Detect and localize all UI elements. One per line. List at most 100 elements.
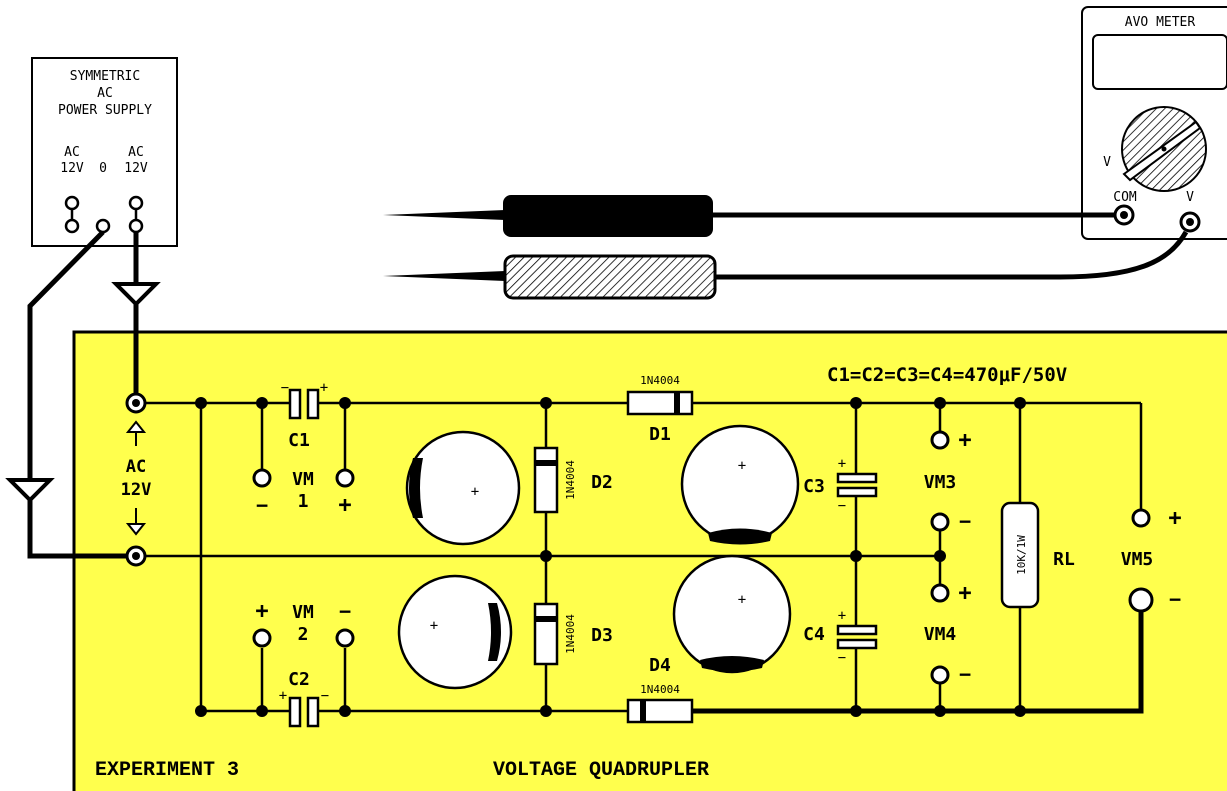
c3-footprint xyxy=(680,424,800,544)
vm1-plus-sign: + xyxy=(338,493,351,518)
ps-left-ac: AC xyxy=(64,145,80,160)
vm2: VM 2 + − xyxy=(252,599,355,648)
svg-text:+: + xyxy=(430,618,438,634)
ps-left-terminal-top[interactable] xyxy=(64,195,80,211)
c4-footprint xyxy=(672,554,792,674)
vm2-plus-terminal[interactable] xyxy=(252,628,272,648)
capacitor-c4: + − C4 xyxy=(803,608,878,666)
svg-text:+: + xyxy=(838,456,846,472)
d1-part: 1N4004 xyxy=(640,374,680,387)
arrow-left-wire xyxy=(5,478,55,503)
vm2-minus-terminal[interactable] xyxy=(335,628,355,648)
c3-label: C3 xyxy=(803,476,825,497)
d2-part: 1N4004 xyxy=(564,460,577,500)
ps-left-terminal-bottom[interactable] xyxy=(64,218,80,234)
red-probe-handle[interactable] xyxy=(503,254,717,300)
vm2-label-a: VM xyxy=(292,602,314,623)
vm2-plus-sign: + xyxy=(255,599,268,624)
d1-label: D1 xyxy=(649,424,671,445)
black-probe-tip[interactable] xyxy=(383,210,505,220)
vm1-label-b: 1 xyxy=(298,491,309,512)
svg-text:+: + xyxy=(738,592,746,608)
c2-footprint xyxy=(397,574,513,690)
d2-label: D2 xyxy=(591,472,613,493)
c2-label: C2 xyxy=(288,669,310,690)
diode-d3: 1N4004 D3 xyxy=(533,602,613,666)
supply-wires xyxy=(5,230,161,559)
circuit-wires xyxy=(136,401,1143,713)
vm3: + VM3 − xyxy=(924,428,972,533)
vm4-minus-terminal[interactable] xyxy=(930,665,950,685)
c4-label: C4 xyxy=(803,624,825,645)
meter-v-label: V xyxy=(1186,190,1194,205)
experiment-label: EXPERIMENT 3 xyxy=(95,759,239,782)
svg-text:+: + xyxy=(279,688,287,704)
vm4: + VM4 − xyxy=(924,581,972,686)
vm5-minus-terminal[interactable] xyxy=(1128,587,1154,613)
vm3-minus-terminal[interactable] xyxy=(930,512,950,532)
svg-text:−: − xyxy=(321,688,329,704)
d3-part: 1N4004 xyxy=(564,614,577,654)
vm2-minus-sign: − xyxy=(339,599,351,623)
vm3-plus-terminal[interactable] xyxy=(930,430,950,450)
input-terminals: AC 12V xyxy=(121,392,152,567)
vm1-label-a: VM xyxy=(292,469,314,490)
vm1-minus-terminal[interactable] xyxy=(252,468,272,488)
junction-dots xyxy=(195,397,1026,717)
vm3-minus-sign: − xyxy=(959,509,971,533)
capacitor-spec: C1=C2=C3=C4=470μF/50V xyxy=(827,364,1067,386)
ps-zero-terminal[interactable] xyxy=(95,218,111,234)
arrow-top-wire xyxy=(111,282,161,307)
vm5-plus-terminal[interactable] xyxy=(1131,508,1151,528)
svg-text:+: + xyxy=(838,608,846,624)
c1-footprint xyxy=(405,430,521,546)
power-supply-box xyxy=(31,57,178,247)
capacitor-c2: + − C2 xyxy=(279,669,329,728)
vm5-plus-sign: + xyxy=(1168,506,1181,531)
capacitor-c3: + − C3 xyxy=(803,456,878,514)
capacitor-c1: − + C1 xyxy=(281,380,328,451)
meter-range-label: V xyxy=(1103,155,1111,170)
red-probe-tip[interactable] xyxy=(383,271,505,281)
svg-text:+: + xyxy=(738,458,746,474)
d3-label: D3 xyxy=(591,625,613,646)
meter-title: AVO METER xyxy=(1125,15,1196,30)
vm1: VM 1 − + xyxy=(252,468,355,518)
power-supply-title-1: SYMMETRIC xyxy=(70,69,140,84)
probes xyxy=(383,195,1189,300)
measurement-wire xyxy=(692,612,1144,714)
meter-com-label: COM xyxy=(1113,190,1137,205)
vm2-label-b: 2 xyxy=(298,624,309,645)
svg-text:−: − xyxy=(838,498,846,514)
svg-text:−: − xyxy=(838,650,846,666)
rl-value: 10K/1W xyxy=(1015,535,1028,575)
vm5-label: VM5 xyxy=(1121,549,1154,570)
vm4-minus-sign: − xyxy=(959,662,971,686)
c1-label: C1 xyxy=(288,430,310,451)
d4-part: 1N4004 xyxy=(640,683,680,696)
svg-text:−: − xyxy=(281,380,289,396)
vm4-label: VM4 xyxy=(924,624,957,645)
vm4-plus-terminal[interactable] xyxy=(930,583,950,603)
power-supply-title-3: POWER SUPPLY xyxy=(58,103,152,118)
vm3-plus-sign: + xyxy=(958,428,971,453)
rl-label: RL xyxy=(1053,549,1075,570)
vm5: + VM5 − xyxy=(1121,506,1182,613)
ps-right-terminal-bottom[interactable] xyxy=(128,218,144,234)
diode-d4: 1N4004 D4 xyxy=(626,655,694,724)
ps-right-ac: AC xyxy=(128,145,144,160)
svg-text:+: + xyxy=(471,484,479,500)
ps-left-12v: 12V xyxy=(60,161,84,176)
power-supply-title-2: AC xyxy=(97,86,113,101)
ps-right-12v: 12V xyxy=(124,161,148,176)
ps-right-terminal-top[interactable] xyxy=(128,195,144,211)
capacitor-footprints: + + + + xyxy=(397,424,800,690)
resistor-rl: 10K/1W RL xyxy=(1000,501,1075,609)
black-probe-handle[interactable] xyxy=(503,195,713,237)
input-label-12v: 12V xyxy=(121,480,152,500)
ps-zero: 0 xyxy=(99,161,107,176)
vm1-plus-terminal[interactable] xyxy=(335,468,355,488)
power-supply: SYMMETRIC AC POWER SUPPLY AC 12V 0 AC 12… xyxy=(31,57,178,247)
vm4-plus-sign: + xyxy=(958,581,971,606)
vm5-minus-sign: − xyxy=(1169,587,1181,611)
